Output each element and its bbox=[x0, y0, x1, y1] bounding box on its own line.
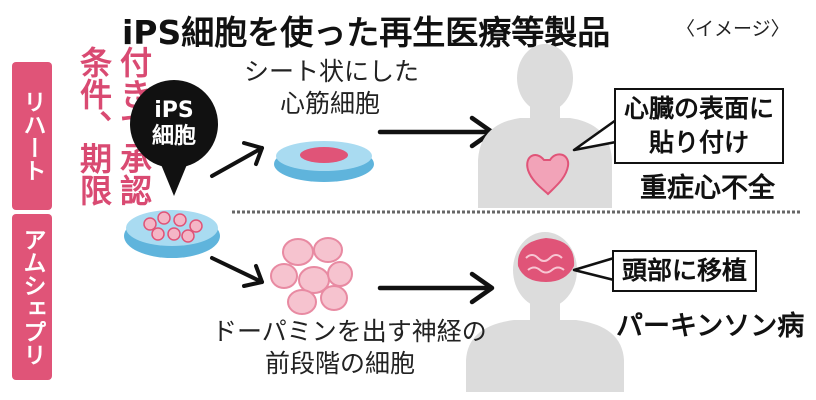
approval-condition-line1: 条件、期限 bbox=[75, 46, 113, 206]
callout-pointer-heart bbox=[572, 118, 617, 152]
cardiac-sheet-label-line1: シート状にした bbox=[244, 57, 420, 86]
callout-heart-line2: 貼り付け bbox=[649, 128, 750, 157]
callout-heart: 心臓の表面に 貼り付け bbox=[614, 88, 785, 164]
ips-dish bbox=[124, 210, 220, 258]
arrow-to-neurons bbox=[210, 256, 264, 288]
ips-bubble-line1: iPS bbox=[154, 98, 194, 123]
heart-icon bbox=[526, 153, 570, 196]
ips-bubble bbox=[130, 80, 218, 196]
arrow-to-sheet bbox=[210, 141, 264, 178]
disease-parkinsons: パーキンソン病 bbox=[616, 311, 805, 342]
callout-pointer-brain bbox=[572, 256, 615, 282]
arrow-to-brain bbox=[377, 271, 495, 305]
product-tag-reheart: リハート bbox=[12, 62, 52, 210]
neural-precursor-label-line2: 前段階の細胞 bbox=[264, 349, 415, 378]
callout-heart-line1: 心臓の表面に bbox=[624, 94, 775, 123]
title-note: 〈イメージ〉 bbox=[676, 18, 790, 40]
ips-bubble-label: iPS 細胞 bbox=[134, 98, 214, 150]
ips-bubble-line2: 細胞 bbox=[151, 124, 196, 149]
neural-precursor-cells bbox=[270, 237, 353, 315]
product-tag-amchepry: アムシェプリ bbox=[12, 214, 52, 380]
neural-precursor-label: ドーパミンを出す神経の 前段階の細胞 bbox=[212, 316, 487, 380]
diagram-title: iPS細胞を使った再生医療等製品 bbox=[122, 13, 611, 52]
disease-heart-failure: 重症心不全 bbox=[640, 173, 775, 204]
cardiac-sheet-label: シート状にした 心筋細胞 bbox=[244, 56, 420, 120]
callout-brain: 頭部に移植 bbox=[612, 250, 758, 292]
neural-precursor-label-line1: ドーパミンを出す神経の bbox=[212, 317, 487, 346]
cardiac-sheet-dish bbox=[274, 141, 374, 182]
brain-icon bbox=[517, 238, 575, 282]
arrow-to-heart bbox=[377, 115, 495, 149]
cardiac-sheet-label-line2: 心筋細胞 bbox=[279, 89, 380, 118]
